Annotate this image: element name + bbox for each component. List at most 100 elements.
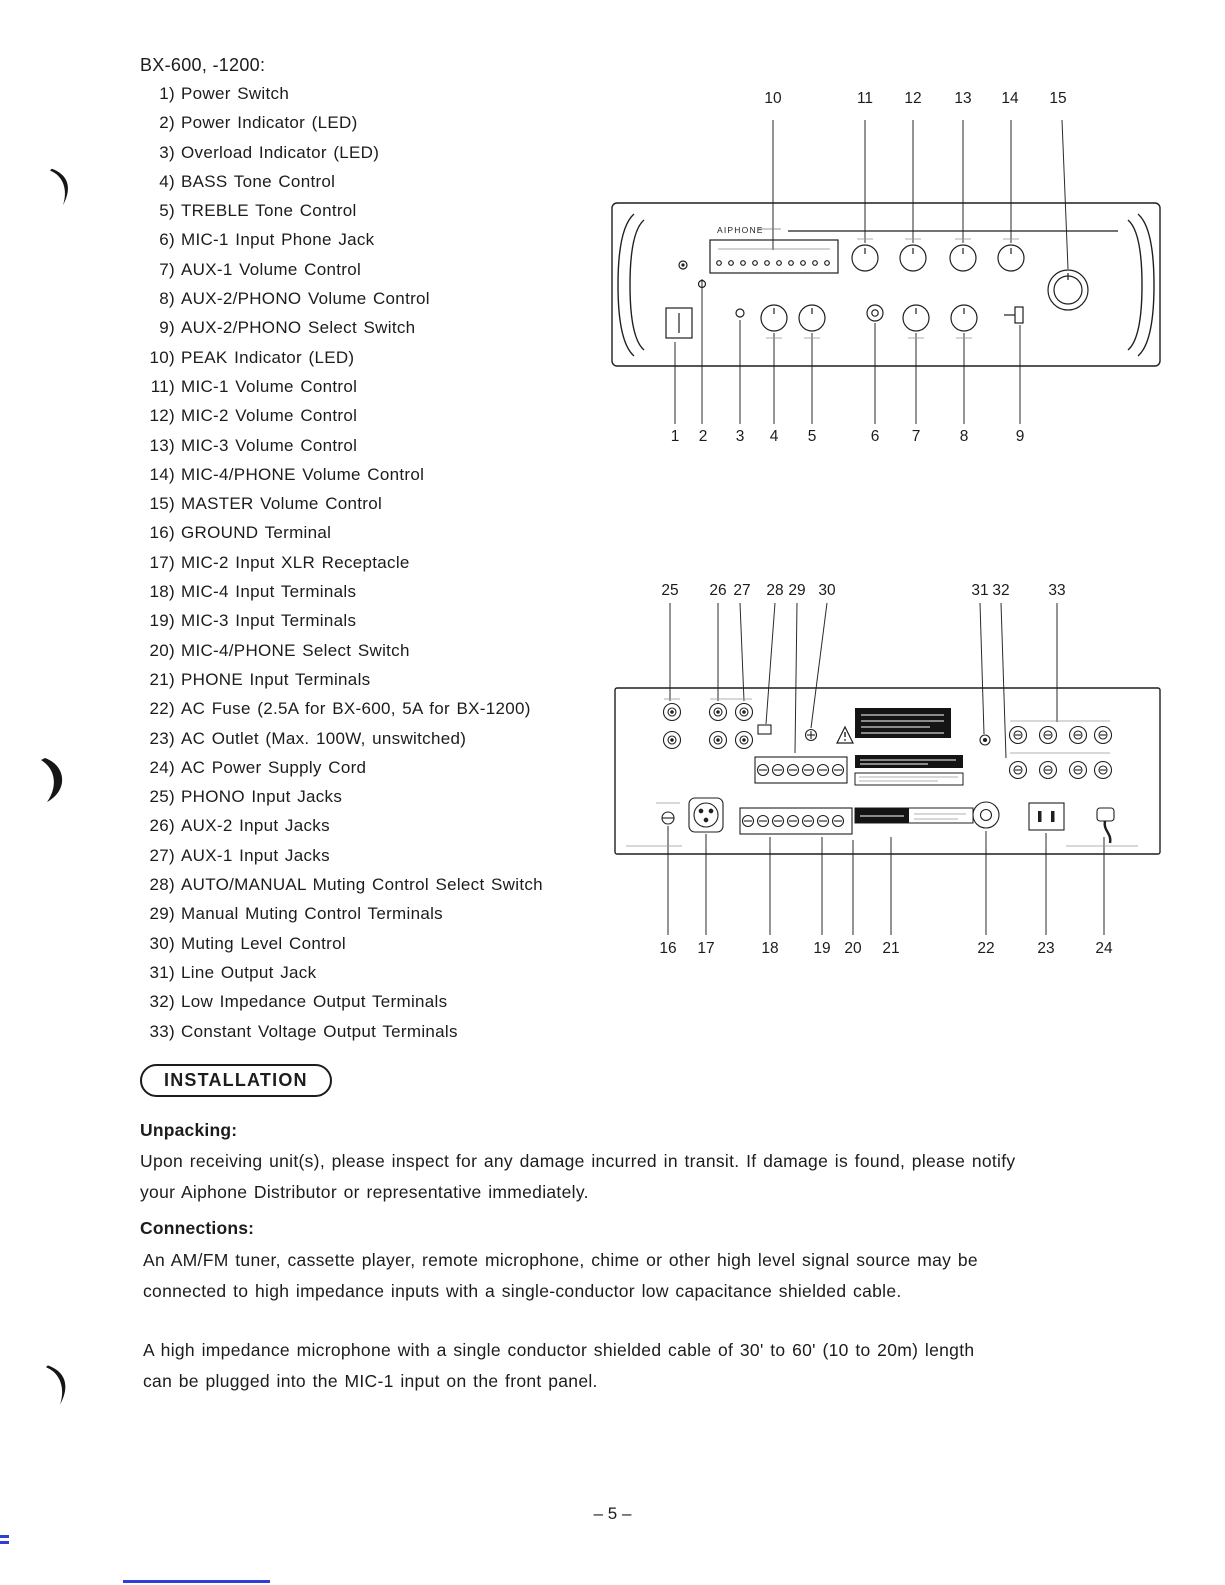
parts-list-item: 25)PHONO Input Jacks bbox=[140, 787, 543, 816]
part-number: 5) bbox=[159, 201, 175, 221]
power-indicator-led bbox=[678, 260, 688, 270]
part-number: 2) bbox=[159, 113, 175, 133]
callout-number: 2 bbox=[698, 428, 708, 445]
part-number: 18) bbox=[149, 582, 175, 602]
part-number: 25) bbox=[149, 787, 175, 807]
scan-artifact bbox=[40, 758, 72, 807]
parts-list-item: 23) AC Outlet (Max. 100W, unswitched) bbox=[140, 729, 543, 758]
rear-panel-body bbox=[614, 687, 1161, 855]
scan-artifact bbox=[123, 1580, 270, 1583]
scan-artifact bbox=[46, 1364, 74, 1411]
parts-list-item: 28)AUTO/MANUAL Muting Control Select Swi… bbox=[140, 875, 543, 904]
callout-number: 16 bbox=[659, 940, 677, 957]
part-number: 9) bbox=[159, 318, 175, 338]
part-label: AC Power Supply Cord bbox=[181, 757, 367, 777]
part-label: AUX-2/PHONO Select Switch bbox=[181, 318, 416, 338]
rear-callout-lines bbox=[667, 602, 1105, 935]
mic3-volume-knob bbox=[949, 244, 977, 272]
callout-number: 14 bbox=[1001, 90, 1019, 107]
terminal-strips bbox=[739, 756, 853, 835]
parts-list-item: 5) TREBLE Tone Control bbox=[140, 201, 543, 230]
part-label: MIC-3 Volume Control bbox=[181, 435, 358, 455]
muting-level-control bbox=[804, 728, 818, 742]
ac-outlet bbox=[1028, 802, 1065, 831]
part-label: MIC-2 Volume Control bbox=[181, 406, 358, 426]
output-terminals bbox=[979, 720, 1113, 780]
overload-led bbox=[735, 308, 745, 318]
parts-list-item: 12)MIC-2 Volume Control bbox=[140, 406, 543, 435]
part-label: BASS Tone Control bbox=[181, 171, 336, 191]
callout-number: 1 bbox=[670, 428, 680, 445]
part-label: AUX-1 Volume Control bbox=[181, 259, 362, 279]
parts-list-item: 10)PEAK Indicator (LED) bbox=[140, 348, 543, 377]
part-label: GROUND Terminal bbox=[181, 523, 332, 543]
parts-list-item: 29)Manual Muting Control Terminals bbox=[140, 904, 543, 933]
part-label: MIC-3 Input Terminals bbox=[181, 611, 357, 631]
part-number: 1) bbox=[159, 84, 175, 103]
callout-number: 30 bbox=[818, 582, 836, 599]
parts-list-item: 31)Line Output Jack bbox=[140, 963, 543, 992]
rear-input-jacks bbox=[662, 698, 754, 750]
muting-controls bbox=[757, 724, 818, 742]
part-number: 14) bbox=[149, 464, 175, 484]
part-number: 31) bbox=[149, 962, 175, 982]
mic2-xlr-receptacle bbox=[688, 797, 724, 833]
part-label: MIC-4/PHONE Volume Control bbox=[181, 464, 425, 484]
parts-list-item: 4)BASS Tone Control bbox=[140, 172, 543, 201]
callout-number: 22 bbox=[977, 940, 995, 957]
part-number: 16) bbox=[149, 523, 175, 543]
front-panel-body bbox=[611, 202, 1161, 367]
front-panel-controls: AIPHONE bbox=[665, 225, 1118, 339]
part-number: 3) bbox=[159, 142, 175, 162]
part-number: 23) bbox=[149, 728, 175, 748]
part-label: AUX-2/PHONO Volume Control bbox=[181, 289, 430, 309]
aux1-volume-knob bbox=[902, 304, 930, 332]
rear-panel-diagram bbox=[614, 602, 1161, 935]
part-number: 8) bbox=[159, 289, 175, 309]
callout-number: 15 bbox=[1049, 90, 1067, 107]
part-number: 24) bbox=[149, 757, 175, 777]
auto-manual-switch bbox=[757, 724, 772, 735]
callout-number: 17 bbox=[697, 940, 715, 957]
part-label: TREBLE Tone Control bbox=[181, 201, 357, 221]
connections-paragraph-2: A high impedance microphone with a singl… bbox=[143, 1340, 975, 1391]
part-label: MASTER Volume Control bbox=[181, 494, 383, 514]
part-label: Overload Indicator (LED) bbox=[181, 142, 380, 162]
callout-number: 4 bbox=[769, 428, 779, 445]
parts-list-item: 24) AC Power Supply Cord bbox=[140, 758, 543, 787]
parts-list-item: 20) MIC-4/PHONE Select Switch bbox=[140, 641, 543, 670]
part-label: Muting Level Control bbox=[181, 933, 346, 953]
part-label: AC Outlet (Max. 100W, unswitched) bbox=[181, 728, 467, 748]
line-output-jack bbox=[979, 734, 991, 746]
callout-number: 5 bbox=[807, 428, 817, 445]
part-label: Power Switch bbox=[181, 84, 290, 103]
part-number: 21) bbox=[149, 669, 175, 689]
parts-list-item: 11)MIC-1 Volume Control bbox=[140, 377, 543, 406]
led-display-window bbox=[709, 239, 839, 274]
aux2-phono-select-switch bbox=[1014, 306, 1024, 324]
callout-number: 23 bbox=[1037, 940, 1055, 957]
part-number: 19) bbox=[149, 611, 175, 631]
page-number: – 5 – bbox=[593, 1504, 632, 1523]
parts-list-item: 8) AUX-2/PHONO Volume Control bbox=[140, 289, 543, 318]
mic1-jack bbox=[866, 304, 884, 322]
part-label: MIC-4/PHONE Select Switch bbox=[181, 640, 410, 660]
part-label: MIC-1 Input Phone Jack bbox=[181, 230, 375, 250]
callout-number: 33 bbox=[1048, 582, 1066, 599]
callout-number: 9 bbox=[1015, 428, 1025, 445]
callout-number: 32 bbox=[992, 582, 1010, 599]
warning-labels bbox=[836, 708, 974, 824]
power-switch bbox=[665, 307, 693, 339]
callout-number: 18 bbox=[761, 940, 779, 957]
callout-number: 8 bbox=[959, 428, 969, 445]
parts-list-item: 18) MIC-4 Input Terminals bbox=[140, 582, 543, 611]
unpacking-heading: Unpacking: bbox=[140, 1120, 238, 1140]
callout-number: 12 bbox=[904, 90, 922, 107]
scan-artifact bbox=[0, 1541, 9, 1544]
ac-fuse-holder bbox=[972, 801, 1000, 829]
parts-list-item: 32)Low Impedance Output Terminals bbox=[140, 992, 543, 1021]
parts-list-item: 21)PHONE Input Terminals bbox=[140, 670, 543, 699]
part-number: 20) bbox=[149, 640, 175, 660]
part-label: MIC-4 Input Terminals bbox=[181, 582, 357, 602]
